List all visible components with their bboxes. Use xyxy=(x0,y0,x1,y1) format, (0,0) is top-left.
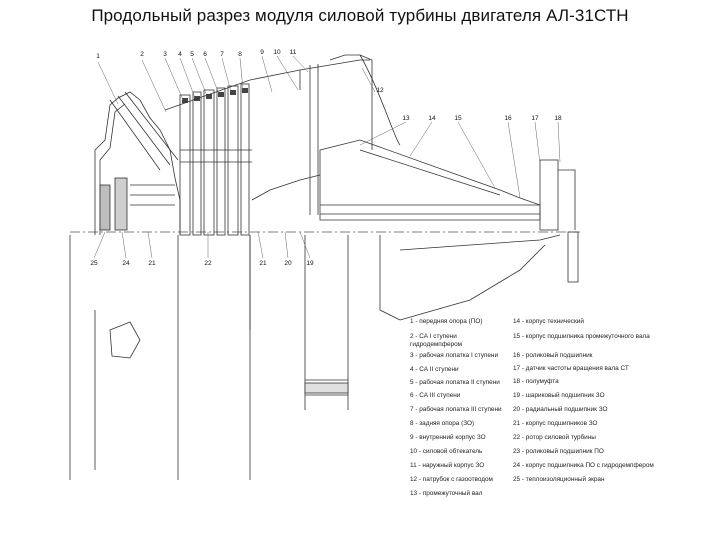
legend-left-1: 1 - передняя опора (ПО) xyxy=(410,318,482,325)
callout-5: 5 xyxy=(190,51,194,58)
legend-right-22: 22 - ротор силовой турбины xyxy=(513,433,596,441)
legend-right-17: 17 - датчик частоты вращения вала СТ xyxy=(513,365,629,372)
legend-left-13: 13 - промежуточный вал xyxy=(410,489,483,497)
legend: 1 - передняя опора (ПО) 2 - СА I ступени… xyxy=(410,317,654,497)
callout-25: 25 xyxy=(90,260,98,267)
callout-4: 4 xyxy=(178,51,182,58)
callout-21b: 21 xyxy=(259,260,267,267)
legend-left-9: 9 - внутренний корпус ЗО xyxy=(410,433,486,441)
callout-11: 11 xyxy=(290,49,297,56)
callout-16: 16 xyxy=(504,115,512,122)
callout-19: 19 xyxy=(306,260,314,267)
callout-6: 6 xyxy=(203,51,207,58)
legend-right-23: 23 - роликовый подшипник ПО xyxy=(513,447,604,455)
legend-left-4: 4 - СА II ступени xyxy=(410,366,459,373)
legend-right-21: 21 - корпус подшипников ЗО xyxy=(513,420,598,427)
legend-left-11: 11 - наружный корпус ЗО xyxy=(410,461,484,469)
legend-left-8: 8 - задняя опора (ЗО) xyxy=(410,420,474,427)
legend-left-2: 2 - СА I ступени xyxy=(410,333,457,340)
callout-10: 10 xyxy=(273,49,281,56)
callout-21a: 21 xyxy=(148,260,156,267)
legend-left-12: 12 - патрубок с газоотводом xyxy=(410,475,493,483)
callout-1: 1 xyxy=(96,53,100,60)
callout-20: 20 xyxy=(284,260,292,267)
legend-left-3: 3 - рабочая лопатка I ступени xyxy=(410,351,498,359)
callout-2: 2 xyxy=(140,51,144,58)
callout-13: 13 xyxy=(402,115,410,122)
legend-right-19: 19 - шариковый подшипник ЗО xyxy=(513,391,605,399)
legend-right-18: 18 - полумуфта xyxy=(513,378,559,385)
callout-24: 24 xyxy=(122,260,130,267)
callout-22: 22 xyxy=(204,260,212,267)
legend-right-16: 16 - роликовый подшипник xyxy=(513,351,593,359)
page-title: Продольный разрез модуля силовой турбины… xyxy=(91,6,629,25)
callout-9: 9 xyxy=(260,49,264,56)
legend-left-10: 10 - силовой обтекатель xyxy=(410,447,483,455)
callout-8: 8 xyxy=(238,51,242,58)
legend-right-15: 15 - корпус подшипника промежуточного ва… xyxy=(513,333,650,340)
callout-18: 18 xyxy=(554,115,562,122)
legend-right-24: 24 - корпус подшипника ПО с гидродемпфер… xyxy=(513,462,654,469)
callout-12: 12 xyxy=(376,87,384,94)
legend-left-7: 7 - рабочая лопатка III ступени xyxy=(410,405,502,413)
legend-right-20: 20 - радиальный подшипник ЗО xyxy=(513,405,607,413)
legend-left-2b: гидродемпфером xyxy=(410,341,462,348)
legend-right-25: 25 - теплоизоляционный экран xyxy=(513,475,605,483)
legend-left-6: 6 - СА III ступени xyxy=(410,392,461,399)
callout-3: 3 xyxy=(163,51,167,58)
callout-14: 14 xyxy=(428,115,436,122)
callout-7: 7 xyxy=(220,51,224,58)
legend-right-14: 14 - корпус технический xyxy=(513,317,584,325)
callout-17: 17 xyxy=(531,115,539,122)
callout-15: 15 xyxy=(454,115,462,122)
legend-left-5: 5 - рабочая лопатка II ступени xyxy=(410,378,500,386)
